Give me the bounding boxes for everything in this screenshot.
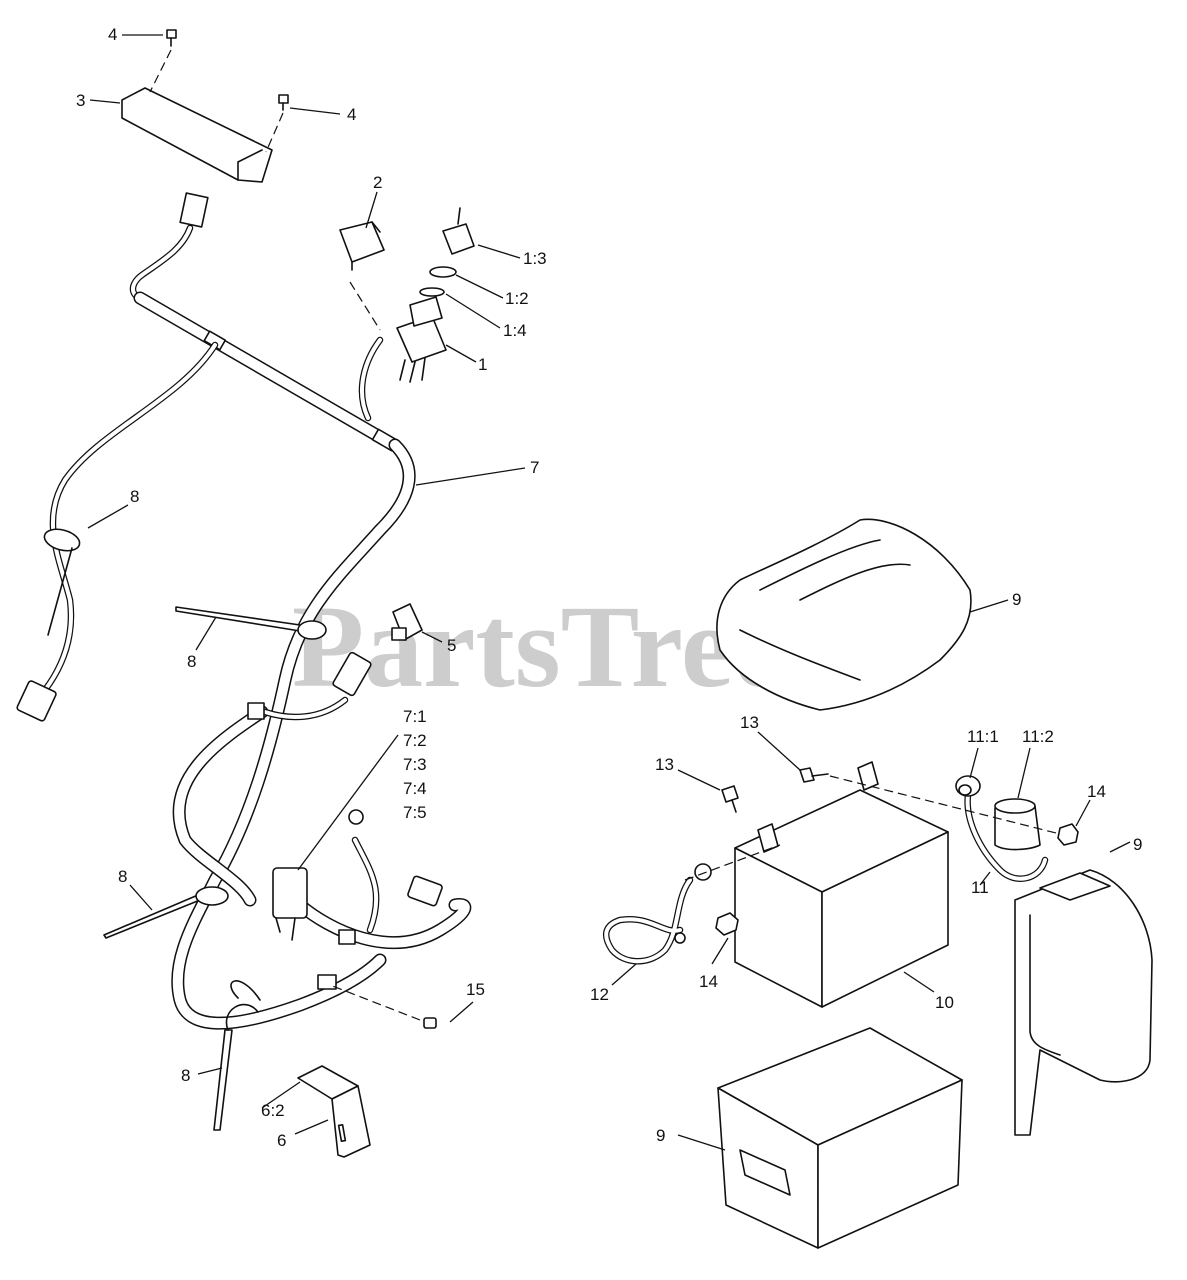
callout-13-upper: 13 [740,713,759,732]
part-12-ground-cable [602,863,712,965]
callout-labels: 4 3 4 2 1:3 1:2 1:4 1 7 8 8 5 7:1 7:2 7:… [76,25,1142,1150]
leader-lines [87,34,1131,1151]
callout-12: 12 [590,985,609,1004]
callout-7-5: 7:5 [403,803,427,822]
part-15-bolt [329,984,437,1029]
part-11-1-cable-end [955,775,981,797]
callout-2: 2 [373,173,382,192]
callout-4-right: 4 [347,105,356,124]
callout-3: 3 [76,91,85,110]
watermark-text: PartsTree [292,581,786,712]
callout-6-2: 6:2 [261,1101,285,1120]
callout-15: 15 [466,980,485,999]
callout-1-4: 1:4 [503,321,527,340]
part-5-connector [391,603,423,641]
part-14-nut-right [1057,823,1079,846]
part-9-battery-cover [716,518,972,711]
callout-9-cover: 9 [1012,590,1021,609]
callout-11-2: 11:2 [1022,727,1054,746]
part-11-battery-cable [964,791,1049,882]
part-9-battery-strap [1014,869,1153,1136]
callout-7: 7 [530,458,539,477]
part-7-wire-harness [16,192,472,1030]
part-1-ignition-switch [396,296,447,383]
part-8-cable-tie-middle [175,606,327,640]
part-4-screw-right [265,94,289,153]
part-8-cable-tie-upper-left [43,528,81,636]
callout-8-left: 8 [118,867,127,886]
part-8-cable-tie-bottom [213,1003,259,1131]
callout-8-upper: 8 [130,487,139,506]
part-4-screw-top [149,29,177,93]
part-11-2-terminal-boot [994,798,1041,851]
part-13-bolt-left [721,785,739,813]
callout-7-3: 7:3 [403,755,427,774]
callout-11-1: 11:1 [967,727,999,746]
callout-6: 6 [277,1131,286,1150]
part-6-bracket [297,1065,371,1158]
part-10-battery [734,761,949,1008]
callout-5: 5 [447,636,456,655]
callout-7-1: 7:1 [403,707,427,726]
callout-9-strap: 9 [1133,835,1142,854]
part-8-cable-tie-left [103,886,229,939]
callout-8-middle: 8 [187,652,196,671]
part-13-bolt-upper [799,767,1061,835]
part-2-switch [339,221,385,331]
part-3-switch-housing [121,87,273,183]
callout-7-2: 7:2 [403,731,427,750]
callout-1: 1 [478,355,487,374]
callout-8-bottom: 8 [181,1066,190,1085]
part-9-battery-tray [717,1027,963,1249]
part-1-3-key [442,207,475,255]
callout-7-4: 7:4 [403,779,427,798]
part-14-nut-center [715,912,739,936]
callout-9-tray: 9 [656,1126,665,1145]
callout-14-center: 14 [699,972,718,991]
callout-4-top: 4 [108,25,117,44]
part-1-4-washer [419,287,445,297]
callout-14-right: 14 [1087,782,1106,801]
callout-10: 10 [935,993,954,1012]
callout-1-2: 1:2 [505,289,529,308]
part-1-2-nut [429,266,457,278]
callout-13-left: 13 [655,755,674,774]
callout-1-3: 1:3 [523,249,547,268]
callout-11: 11 [971,878,989,897]
ground-cable-guide-line [684,844,781,881]
